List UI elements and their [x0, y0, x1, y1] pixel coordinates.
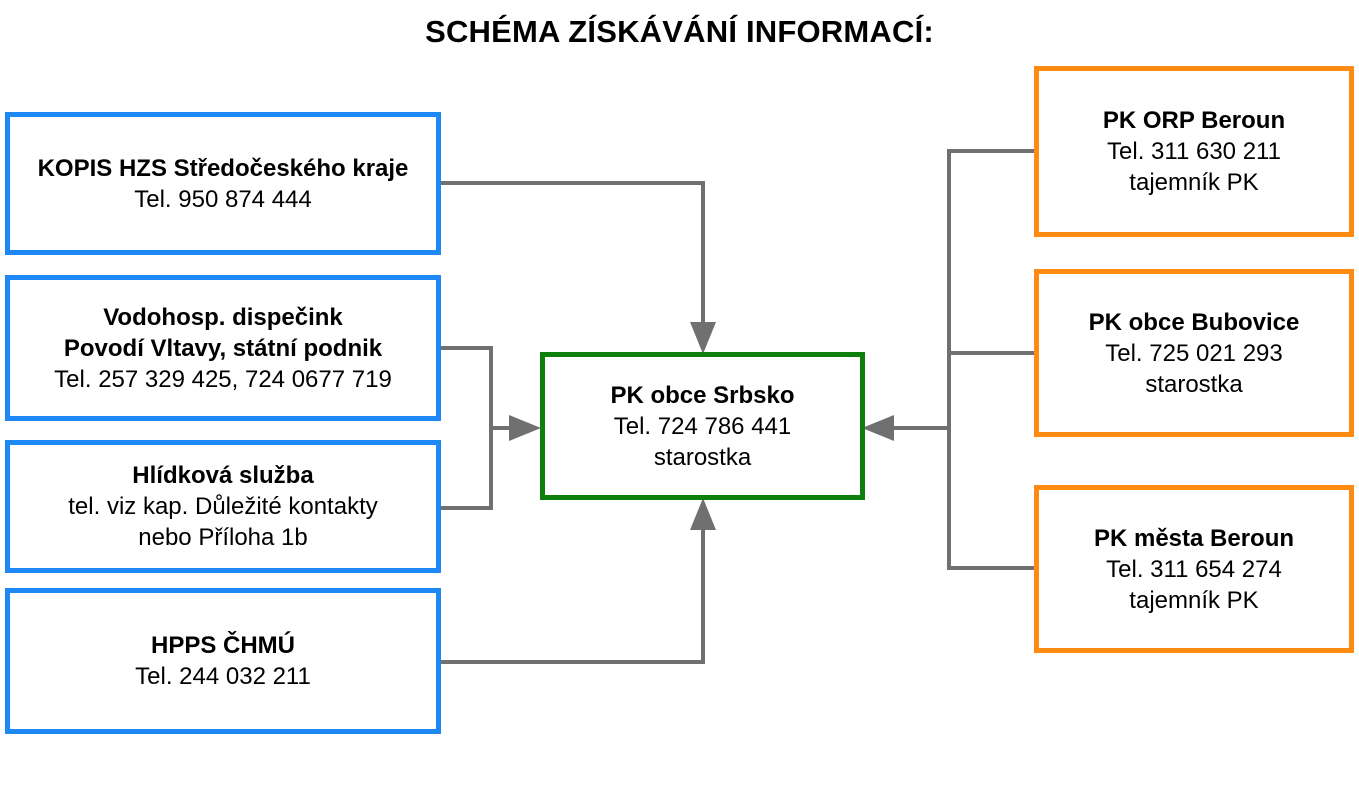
right-box-mesto-beroun: PK města Beroun Tel. 311 654 274 tajemní…	[1034, 485, 1354, 653]
connector-right-bus	[947, 149, 1036, 570]
source-contact-note: nebo Příloha 1b	[138, 524, 308, 551]
center-title: PK obce Srbsko	[610, 381, 795, 409]
source-title: HPPS ČHMÚ	[150, 632, 295, 659]
arrow-right-to-center	[509, 415, 541, 441]
source-title: KOPIS HZS Středočeského kraje	[37, 154, 409, 182]
right-box-orp-beroun: PK ORP Beroun Tel. 311 630 211 tajemník …	[1034, 66, 1354, 237]
right-box-bubovice: PK obce Bubovice Tel. 725 021 293 staros…	[1034, 269, 1354, 437]
right-title: PK ORP Beroun	[1102, 107, 1286, 134]
arrow-down-to-center	[690, 322, 716, 354]
center-box-pk-srbsko: PK obce Srbsko Tel. 724 786 441 starostk…	[540, 352, 865, 500]
right-role: tajemník PK	[1129, 169, 1259, 196]
right-phone: Tel. 311 630 211	[1107, 138, 1281, 165]
diagram-title: SCHÉMA ZÍSKÁVÁNÍ INFORMACÍ:	[425, 14, 934, 49]
right-role: starostka	[1145, 370, 1243, 398]
connector-vodohosp	[440, 346, 493, 510]
source-phone: Tel. 950 874 444	[134, 185, 312, 213]
source-phone: Tel. 244 032 211	[135, 663, 311, 690]
source-box-hpps: HPPS ČHMÚ Tel. 244 032 211	[5, 588, 441, 734]
source-title: Hlídková služba	[132, 462, 314, 489]
source-box-kopis: KOPIS HZS Středočeského kraje Tel. 950 8…	[5, 112, 441, 255]
right-phone: Tel. 725 021 293	[1105, 339, 1283, 367]
source-subtitle: Povodí Vltavy, státní podnik	[63, 334, 383, 362]
source-box-vodohosp: Vodohosp. dispečink Povodí Vltavy, státn…	[5, 275, 441, 421]
source-box-hlidkova: Hlídková služba tel. viz kap. Důležité k…	[5, 440, 441, 573]
connector-hpps	[440, 524, 705, 664]
center-phone: Tel. 724 786 441	[613, 412, 792, 440]
right-title: PK města Beroun	[1093, 524, 1295, 552]
connector-kopis	[440, 181, 705, 328]
right-title: PK obce Bubovice	[1088, 308, 1300, 336]
right-role: tajemník PK	[1129, 586, 1259, 614]
arrow-up-to-center	[690, 498, 716, 530]
source-phone: Tel. 257 329 425, 724 0677 719	[54, 365, 392, 393]
source-title: Vodohosp. dispečink	[103, 303, 343, 331]
right-phone: Tel. 311 654 274	[1106, 555, 1282, 583]
arrow-left-to-center	[862, 415, 894, 441]
source-contact-note: tel. viz kap. Důležité kontakty	[68, 493, 378, 520]
center-role: starostka	[653, 443, 752, 471]
